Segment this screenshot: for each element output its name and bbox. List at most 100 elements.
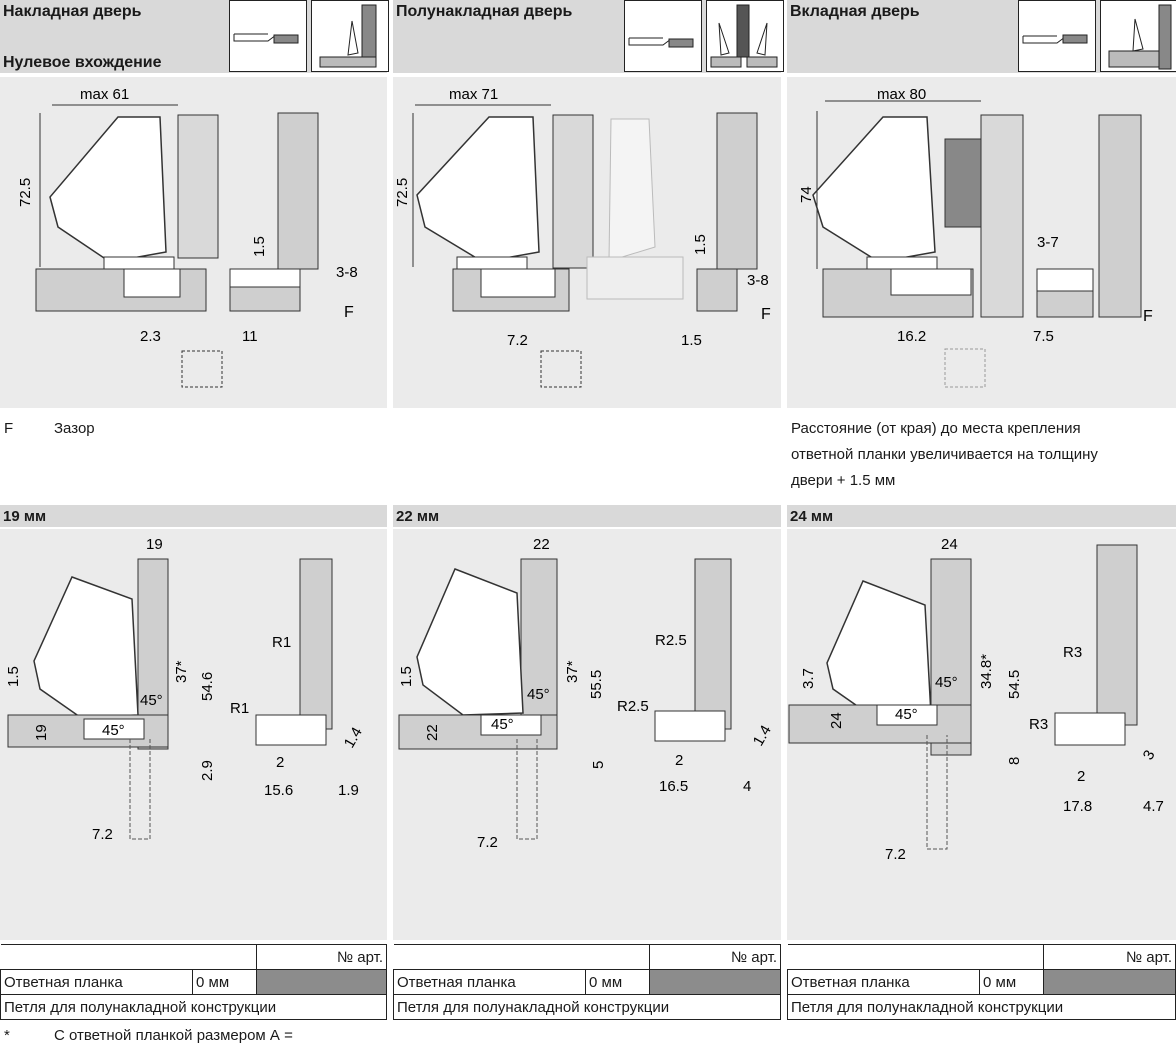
plate-value: 0 мм: [192, 969, 257, 995]
dim-label: 45°: [935, 674, 958, 691]
dim-label: F: [344, 304, 354, 321]
section-title: 22 мм: [393, 505, 781, 527]
insert-drawing: max 80 74 3-7 F 16.2 7.5: [798, 86, 1153, 388]
height-label: 72.5: [394, 178, 411, 207]
dim-label: 37*: [173, 660, 190, 683]
dim-label: 54.5: [1006, 670, 1023, 699]
dim-label: 1.4: [341, 724, 366, 751]
hinge-label: Петля для полунакладной конструкции: [0, 994, 387, 1020]
dim-label: 45°: [527, 686, 550, 703]
no-art-header: № арт.: [649, 944, 781, 970]
dim-label: 45°: [102, 722, 125, 739]
footnote-mark: *: [4, 1027, 10, 1044]
section-24: 24 мм 24 34.8* 54.5 3.7 24 45° 45° 8 7.2…: [787, 505, 1176, 940]
dim-label: 45°: [895, 706, 918, 723]
dim-label: 16.5: [659, 778, 688, 795]
header-half-overlay: Полунакладная дверь: [393, 0, 784, 73]
dim-label: 1.5: [398, 666, 415, 687]
section-diagram: 24 34.8* 54.5 3.7 24 45° 45° 8 7.2 R3 R3…: [787, 529, 1176, 940]
diagram-half-overlay: max 71 72.5 1.5 3-8 F 7.2 1.5: [393, 77, 781, 408]
note-line: Расстояние (от края) до места крепления: [791, 420, 1081, 437]
dim-label: 24: [828, 712, 845, 729]
no-art-header: № арт.: [1043, 944, 1176, 970]
plate-label: Ответная планка: [0, 969, 193, 995]
radius-label: R2.5: [655, 632, 687, 649]
radius-label: R1: [272, 634, 291, 651]
dim-label: 45°: [140, 692, 163, 709]
door-side-icon: [311, 0, 389, 72]
footnote-text: С ответной планкой размером А =: [54, 1027, 293, 1044]
dim-label: 7.2: [885, 846, 906, 863]
door-side-icon: [1100, 0, 1176, 72]
dim-label: 4: [743, 778, 751, 795]
dim-label: 3-7: [1037, 234, 1059, 251]
article-cell: [256, 969, 387, 995]
dim-label: 19: [146, 536, 163, 553]
dim-label: 1.5: [5, 666, 22, 687]
dim-label: 7.2: [507, 332, 528, 349]
dim-label: 19: [33, 724, 50, 741]
dim-label: 2: [276, 754, 284, 771]
no-art-header: № арт.: [256, 944, 387, 970]
dim-label: 2: [1077, 768, 1085, 785]
overlay-drawing: max 61 72.5 1.5 3-8 F 2.3 11: [17, 86, 358, 388]
header-subtitle: Нулевое вхождение: [3, 54, 162, 71]
dim-label: F: [1143, 308, 1153, 325]
dim-label: 7.2: [477, 834, 498, 851]
dim-label: 54.6: [199, 672, 216, 701]
max-label: max 71: [449, 86, 498, 103]
door-side-icon: [706, 0, 784, 72]
legend-key: F: [4, 420, 14, 437]
plate-value: 0 мм: [585, 969, 650, 995]
dim-label: 55.5: [588, 670, 605, 699]
section-drawing: 19 37* 54.6 1.5 19 45° 45° 2.9 7.2 R1 R1…: [5, 536, 366, 843]
dim-label: 16.2: [897, 328, 926, 345]
section-diagram: 19 37* 54.6 1.5 19 45° 45° 2.9 7.2 R1 R1…: [0, 529, 387, 940]
height-label: 74: [798, 186, 815, 203]
dim-label: 2.9: [199, 760, 216, 781]
plate-label: Ответная планка: [393, 969, 586, 995]
header-insert: Вкладная дверь: [787, 0, 1176, 73]
section-diagram: 22 37* 55.5 1.5 22 45° 45° 5 7.2 R2.5 R2…: [393, 529, 781, 940]
dim-label: 22: [424, 724, 441, 741]
dim-label: 7.2: [92, 826, 113, 843]
footnote: * С ответной планкой размером А =: [4, 1027, 293, 1044]
header-title: Накладная дверь: [3, 3, 142, 20]
dim-label: 45°: [491, 716, 514, 733]
legend: F Зазор: [4, 416, 95, 442]
dim-label: 7.5: [1033, 328, 1054, 345]
dim-label: 17.8: [1063, 798, 1092, 815]
max-label: max 80: [877, 86, 926, 103]
dim-label: 3: [1140, 747, 1159, 763]
dim-label: 5: [590, 761, 607, 769]
radius-label: R3: [1029, 716, 1048, 733]
header-overlay: Накладная дверь Нулевое вхождение: [0, 0, 389, 73]
dim-label: F: [761, 306, 771, 323]
header-title: Вкладная дверь: [790, 3, 920, 20]
radius-label: R1: [230, 700, 249, 717]
dim-label: 37*: [564, 660, 581, 683]
dim-label: 22: [533, 536, 550, 553]
max-label: max 61: [80, 86, 129, 103]
dim-label: 3.7: [800, 668, 817, 689]
hinge-label: Петля для полунакладной конструкции: [393, 994, 781, 1020]
dim-label: 1.5: [681, 332, 702, 349]
half-overlay-drawing: max 71 72.5 1.5 3-8 F 7.2 1.5: [394, 86, 771, 388]
dim-label: 2: [675, 752, 683, 769]
plate-label: Ответная планка: [787, 969, 980, 995]
dim-label: 34.8*: [978, 654, 995, 689]
door-top-icon: [229, 0, 307, 72]
dim-label: 1.9: [338, 782, 359, 799]
note-line: двери + 1.5 мм: [791, 472, 896, 489]
section-drawing: 24 34.8* 54.5 3.7 24 45° 45° 8 7.2 R3 R3…: [788, 536, 1164, 863]
section-22: 22 мм 22 37* 55.5 1.5 22 45° 45° 5 7.2 R…: [393, 505, 781, 940]
legend-text: Зазор: [54, 420, 95, 437]
radius-label: R3: [1063, 644, 1082, 661]
section-title: 24 мм: [787, 505, 1176, 527]
dim-label: 4.7: [1143, 798, 1164, 815]
dim-label: 1.5: [251, 236, 268, 257]
dim-label: 1.5: [692, 234, 709, 255]
